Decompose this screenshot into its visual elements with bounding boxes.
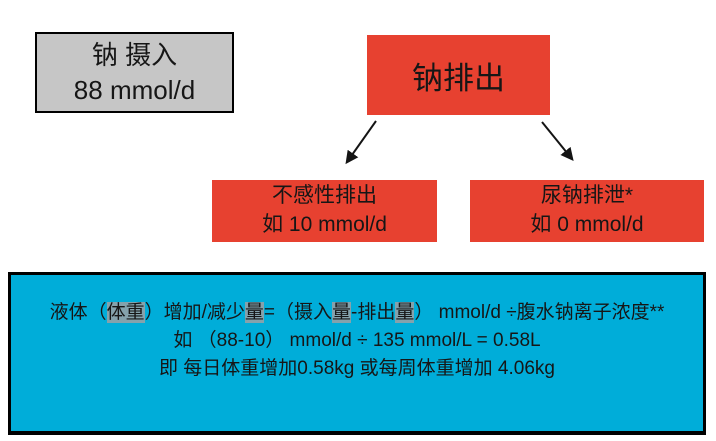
urine-sodium-label: 尿钠排泄* <box>540 184 634 208</box>
formula-text-segment: -排出 <box>351 302 396 323</box>
arrow-to-insensible <box>345 120 377 165</box>
formula-highlighted-term: 量 <box>332 302 352 323</box>
sodium-excretion-box: 钠排出 <box>367 35 550 115</box>
formula-text-segment: ） mmol/d ÷腹水钠离子浓度** <box>414 302 665 323</box>
formula-highlighted-term: 量 <box>244 302 264 323</box>
fluid-formula-box: 液体（体重）增加/减少量=（摄入量-排出量） mmol/d ÷腹水钠离子浓度**… <box>8 272 706 435</box>
formula-line-3: 即 每日体重增加0.58kg 或每周体重增加 4.06kg <box>159 358 555 379</box>
formula-text-segment: 液体（ <box>49 302 107 323</box>
sodium-intake-value: 88 mmol/d <box>73 74 196 105</box>
formula-text-segment: =（摄入 <box>263 302 332 323</box>
urine-sodium-value: 如 0 mmol/d <box>530 213 644 236</box>
insensible-loss-value: 如 10 mmol/d <box>262 213 387 236</box>
sodium-intake-box: 钠 摄入 88 mmol/d <box>35 32 234 113</box>
formula-highlighted-term: 体重 <box>106 302 145 323</box>
urine-sodium-box: 尿钠排泄* 如 0 mmol/d <box>470 180 704 242</box>
formula-text-segment: ）增加/减少 <box>144 302 245 323</box>
formula-line-2: 如 （88-10） mmol/d ÷ 135 mmol/L = 0.58L <box>173 330 541 351</box>
formula-highlighted-term: 量 <box>395 302 415 323</box>
sodium-excretion-label: 钠排出 <box>412 60 505 96</box>
arrow-to-urine <box>541 121 574 162</box>
insensible-loss-label: 不感性排出 <box>272 184 377 208</box>
sodium-intake-label: 钠 摄入 <box>91 40 178 71</box>
insensible-loss-box: 不感性排出 如 10 mmol/d <box>212 180 437 242</box>
formula-line-1: 液体（体重）增加/减少量=（摄入量-排出量） mmol/d ÷腹水钠离子浓度** <box>11 299 703 327</box>
